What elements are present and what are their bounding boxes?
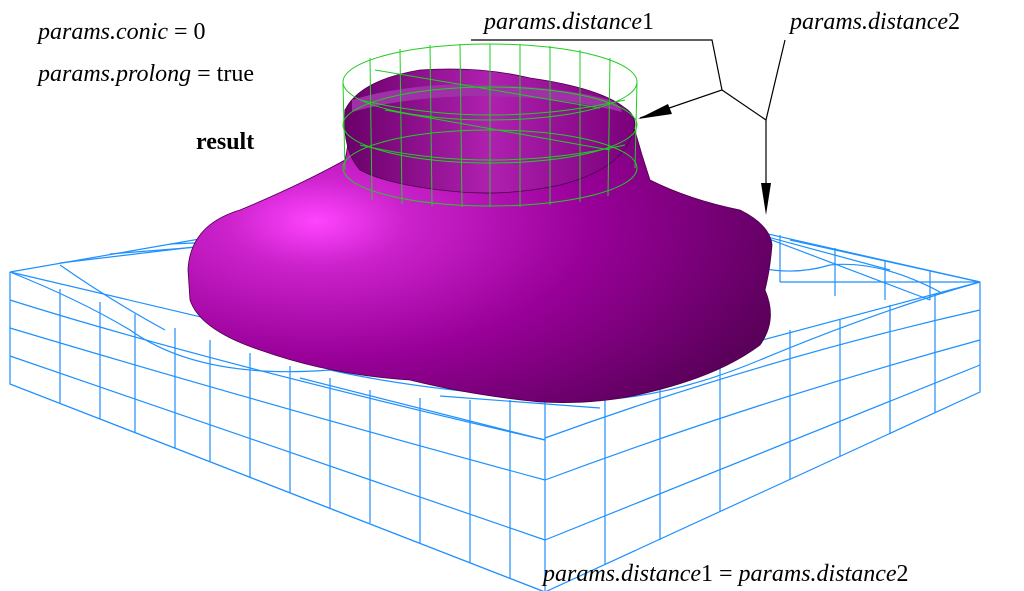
distance1-index: 1 <box>642 9 654 35</box>
fillet-skirt <box>187 109 773 403</box>
prolong-param-value: = true <box>197 61 254 87</box>
tool-wireframe <box>342 43 638 208</box>
distance1-label: params.distance1 <box>484 10 654 34</box>
distance2-label: params.distance2 <box>790 10 960 34</box>
prolong-label: params.prolong = true <box>38 62 254 86</box>
leader-lines <box>471 39 786 185</box>
equation-right-name: params.distance <box>738 561 897 587</box>
result-label: result <box>196 129 255 155</box>
distance2-leader <box>765 39 786 185</box>
distance-equation: params.distance1 = params.distance2 <box>543 562 909 586</box>
conic-param-name: params.conic <box>38 19 168 45</box>
block-front-right-face <box>545 282 981 591</box>
fillet-surface <box>187 68 773 403</box>
equation-right-index: 2 <box>896 561 909 587</box>
distance1-arrowhead <box>638 104 672 119</box>
equation-left-index: 1 <box>701 561 713 587</box>
distance2-arrowhead <box>761 183 771 215</box>
equation-equals: = <box>719 561 733 587</box>
distance1-leader <box>471 39 723 119</box>
distance2-index: 2 <box>948 9 960 35</box>
conic-param-value: = 0 <box>173 19 206 45</box>
conic-label: params.conic = 0 <box>38 20 206 44</box>
distance2-param-name: params.distance <box>790 9 948 35</box>
prolong-param-name: params.prolong <box>38 61 192 87</box>
leader-arrows <box>638 104 771 215</box>
distance1-param-name: params.distance <box>484 9 642 35</box>
equation-left-name: params.distance <box>543 561 701 587</box>
